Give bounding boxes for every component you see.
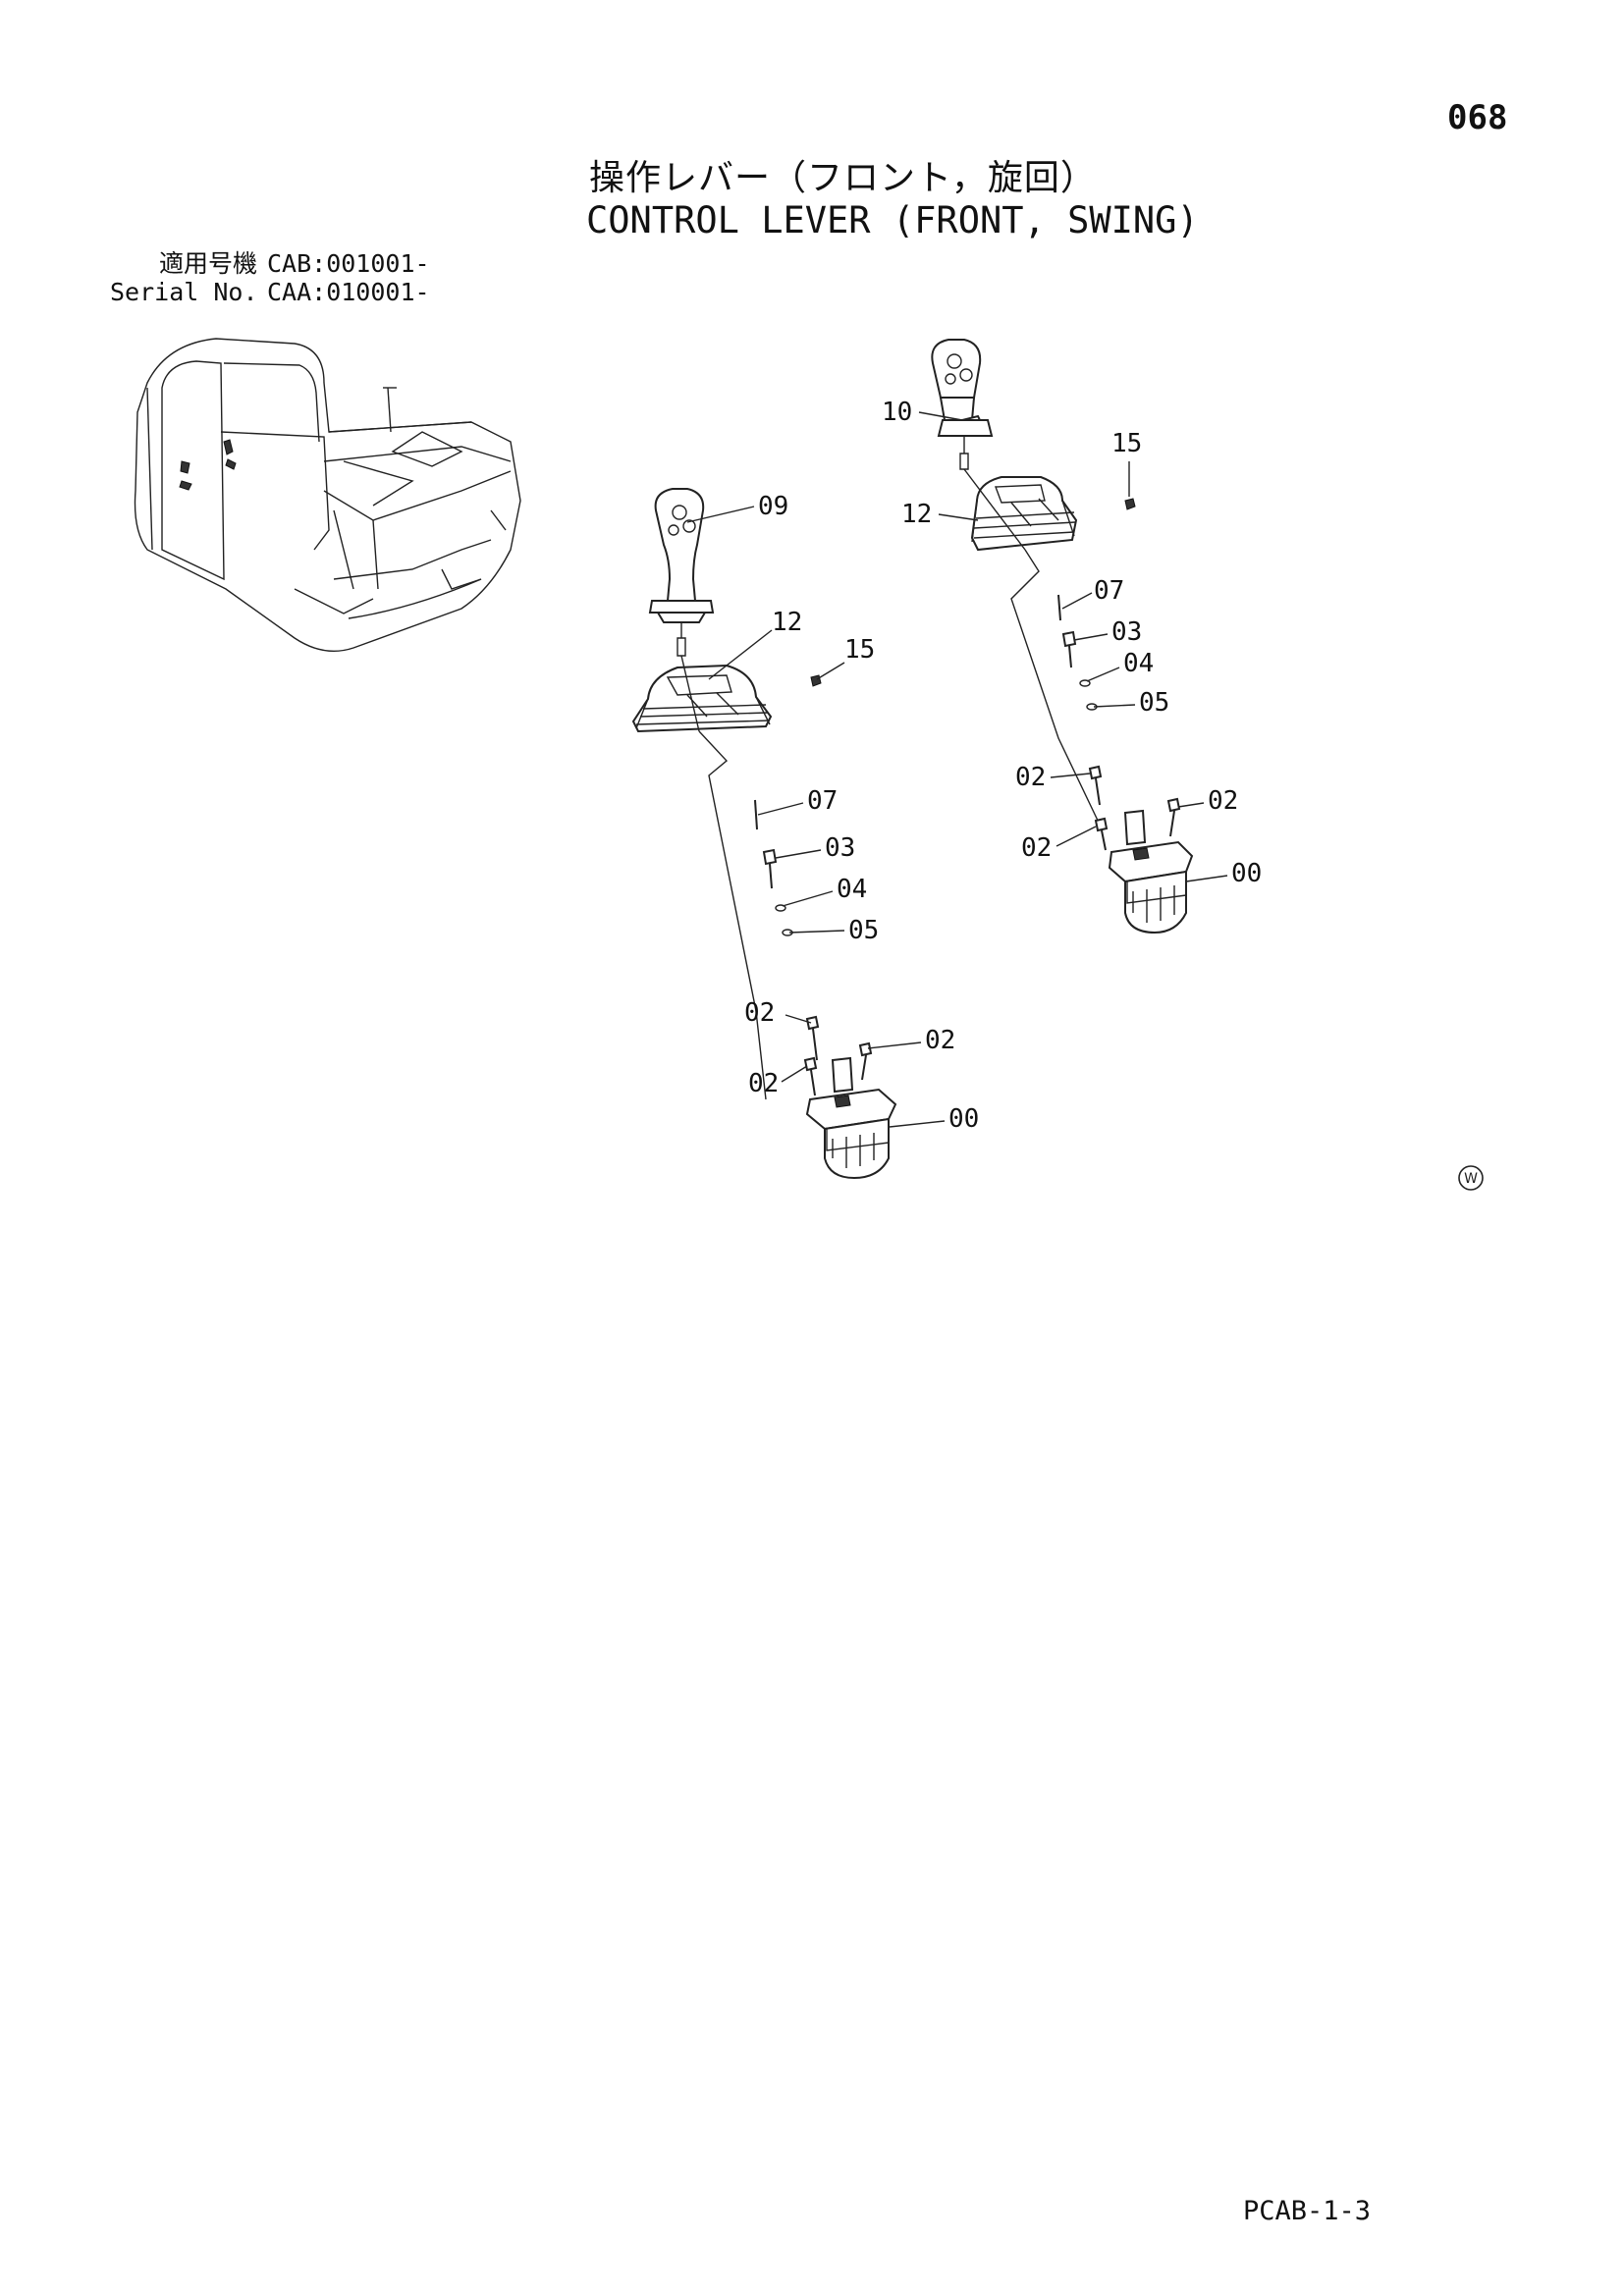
callout-label: 02 bbox=[748, 1069, 779, 1098]
callout-label: 05 bbox=[848, 916, 879, 945]
left-callout-leaders bbox=[686, 506, 946, 1128]
joystick-lever-icon bbox=[931, 339, 994, 470]
pilot-valve-icon bbox=[805, 1056, 897, 1180]
callout-label: 00 bbox=[948, 1104, 979, 1134]
callout-label: 07 bbox=[1094, 576, 1124, 606]
callout-label: 04 bbox=[1123, 649, 1154, 678]
rubber-boot-icon bbox=[970, 476, 1078, 552]
serial-row-applicable: 適用号機 CAB:001001- bbox=[110, 249, 430, 278]
pilot-valve-icon bbox=[1108, 809, 1194, 934]
serial-label: 適用号機 bbox=[158, 249, 257, 278]
title-english: CONTROL LEVER (FRONT, SWING) bbox=[586, 199, 1199, 241]
callout-label: 12 bbox=[772, 608, 802, 637]
callout-label: 02 bbox=[1208, 786, 1238, 816]
page-number: 068 bbox=[1447, 98, 1508, 137]
rubber-boot-icon bbox=[631, 664, 773, 733]
callout-label: 03 bbox=[825, 833, 855, 863]
left-callouts: 09 12 15 07 03 04 05 02 02 02 00 bbox=[744, 492, 979, 1134]
serial-value: CAA:010001- bbox=[267, 278, 430, 306]
mark-letter: W bbox=[1464, 1171, 1478, 1187]
callout-label: 15 bbox=[1111, 429, 1142, 458]
title-japanese: 操作レバー（フロント，旋回） bbox=[589, 158, 1097, 198]
callout-label: 00 bbox=[1231, 859, 1262, 888]
callout-label: 15 bbox=[844, 635, 875, 665]
serial-row-serial-no: Serial No. CAA:010001- bbox=[110, 278, 430, 306]
right-callout-leaders bbox=[918, 411, 1228, 882]
callout-label: 12 bbox=[901, 500, 932, 529]
callout-label: 02 bbox=[1021, 833, 1052, 863]
serial-label: Serial No. bbox=[110, 278, 258, 306]
right-lever-assembly bbox=[931, 339, 1194, 934]
small-clip-icon bbox=[1124, 498, 1136, 510]
excavator-cab-icon bbox=[134, 338, 521, 653]
callout-label: 04 bbox=[837, 875, 867, 904]
callout-label: 09 bbox=[758, 492, 788, 521]
callout-label: 10 bbox=[882, 398, 912, 427]
circled-w-icon: W bbox=[1458, 1165, 1484, 1191]
callout-label: 02 bbox=[925, 1026, 955, 1055]
callout-label: 02 bbox=[1015, 763, 1046, 792]
callout-label: 03 bbox=[1111, 617, 1142, 647]
footer-reference: PCAB-1-3 bbox=[1243, 2196, 1372, 2226]
left-lever-assembly bbox=[631, 488, 897, 1180]
serial-info: 適用号機 CAB:001001- Serial No. CAA:010001- bbox=[110, 249, 430, 306]
callout-label: 07 bbox=[807, 786, 838, 816]
callout-label: 05 bbox=[1139, 688, 1169, 718]
serial-value: CAB:001001- bbox=[267, 249, 430, 278]
right-callouts: 10 15 12 07 03 04 05 02 02 02 00 bbox=[882, 398, 1262, 888]
joystick-lever-icon bbox=[648, 488, 715, 657]
callout-label: 02 bbox=[744, 998, 775, 1028]
small-clip-icon bbox=[810, 674, 822, 687]
